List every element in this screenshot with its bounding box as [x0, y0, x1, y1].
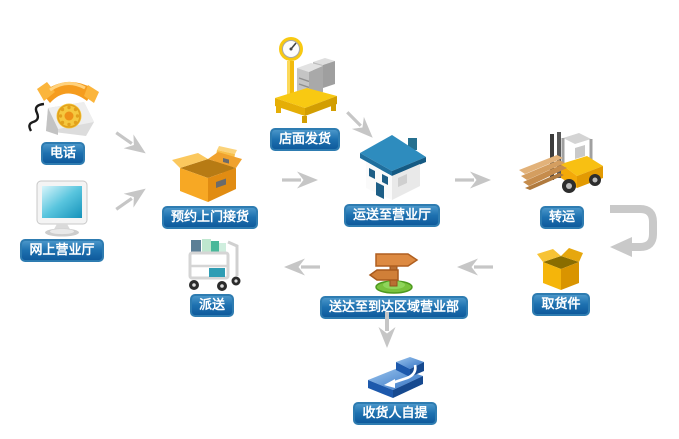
node-self-pickup: 收货人自提	[346, 354, 444, 425]
node-label-transfer: 转运	[539, 206, 584, 229]
arrow-transfer-to-claim-curve	[610, 205, 657, 257]
arrow-claim-to-arrival	[457, 258, 493, 276]
node-label-store-shipping: 店面发货	[269, 128, 340, 151]
open-box-icon	[537, 248, 583, 290]
delivery-cart-icon	[188, 239, 241, 291]
node-appointment-pickup: 预约上门接货	[156, 144, 264, 229]
node-arrival-office: 送达至到达区域营业部	[312, 250, 476, 319]
node-claim-parcel: 取货件	[522, 244, 600, 316]
node-label-claim-parcel: 取货件	[532, 293, 590, 316]
node-transport-hall: 运送至营业厅	[336, 132, 448, 227]
telephone-icon	[28, 81, 99, 136]
pickup-tray-icon	[368, 357, 424, 398]
node-label-self-pickup: 收货人自提	[353, 402, 437, 425]
package-boxes-icon	[172, 146, 242, 202]
arrow-phone-to-pickup	[115, 131, 146, 154]
arrow-store-to-transport	[346, 111, 373, 138]
arrow-pickup-to-transport	[282, 171, 318, 189]
node-label-appointment-pickup: 预约上门接货	[161, 206, 258, 229]
arrow-arrival-to-selfpickup	[378, 312, 396, 348]
arrow-online-to-pickup	[115, 188, 146, 211]
node-label-dispatch: 派送	[189, 294, 234, 317]
signpost-icon	[368, 253, 419, 294]
node-transfer: 转运	[506, 128, 618, 229]
forklift-icon	[519, 132, 603, 193]
node-dispatch: 派送	[168, 238, 256, 317]
node-label-arrival-office: 送达至到达区域营业部	[319, 296, 468, 319]
arrow-arrival-to-dispatch	[284, 258, 320, 276]
node-label-transport-hall: 运送至营业厅	[343, 204, 440, 227]
house-icon	[360, 135, 426, 200]
node-label-online-hall: 网上营业厅	[20, 239, 104, 262]
monitor-icon	[36, 180, 88, 237]
node-label-phone: 电话	[40, 142, 85, 165]
node-online-hall: 网上营业厅	[20, 180, 104, 262]
weighing-scale-icon	[275, 37, 337, 123]
node-store-shipping: 店面发货	[260, 36, 350, 151]
node-phone: 电话	[18, 74, 108, 165]
arrow-transport-to-transfer	[455, 171, 491, 189]
